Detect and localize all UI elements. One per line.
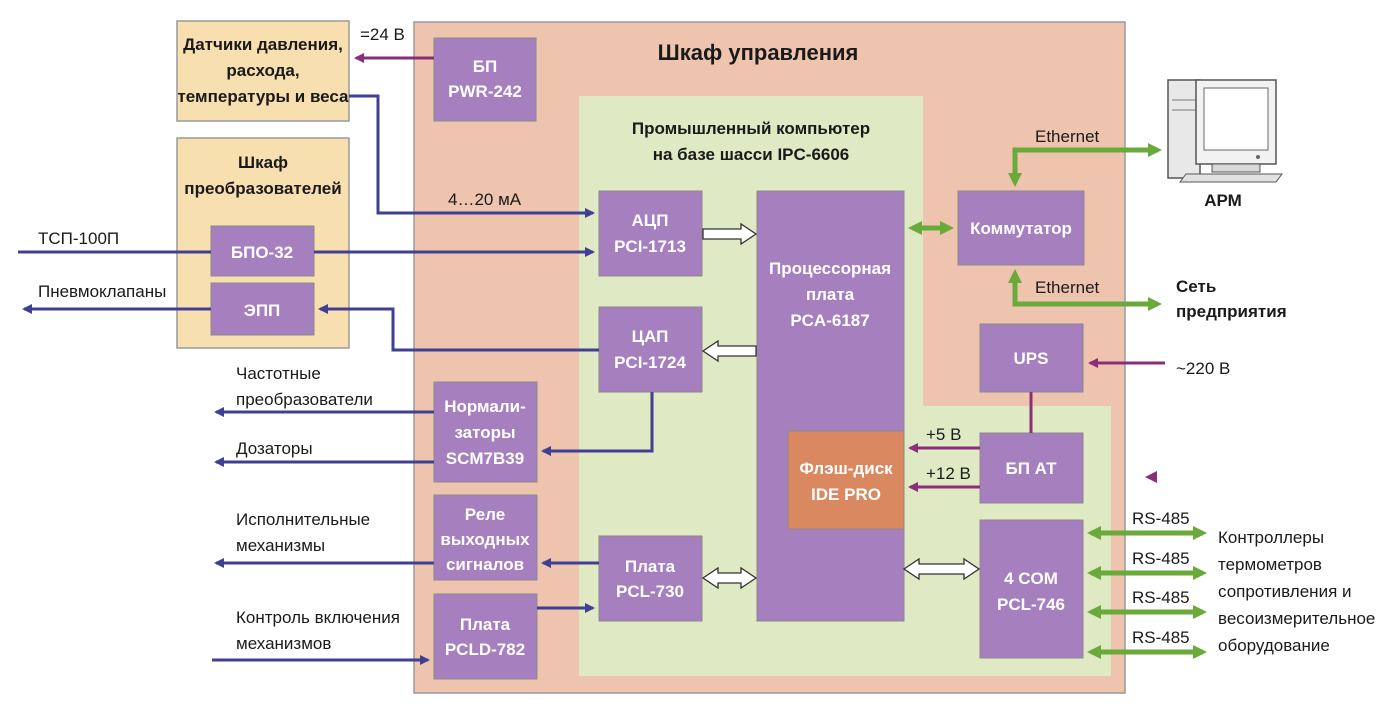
workstation-computer-icon — [1167, 79, 1283, 183]
relay-block — [433, 494, 538, 581]
adc-line1: АЦП — [632, 211, 669, 230]
small-marker-icon — [1145, 471, 1157, 483]
label-controllers-line3: сопротивления и — [1218, 582, 1352, 601]
label-control-line1: Контроль включения — [236, 608, 400, 627]
com4-block — [979, 519, 1084, 659]
pcl730-line2: PCL-730 — [616, 582, 684, 601]
label-enterprise-net-line1: Сеть — [1176, 277, 1216, 296]
normalizers-block — [433, 381, 538, 483]
pcld782-block — [433, 593, 538, 680]
switch-block — [957, 190, 1085, 266]
sensors-line2: расхода, — [226, 61, 299, 80]
label-rs485-2: RS-485 — [1132, 549, 1190, 568]
line-dac-to-normalizers — [541, 392, 654, 456]
switch-label: Коммутатор — [970, 219, 1072, 238]
label-dosers: Дозаторы — [236, 439, 313, 458]
line-dac-to-epp — [318, 304, 599, 352]
pcld782-line2: PCLD-782 — [445, 640, 525, 659]
pcld782-line1: Плата — [460, 615, 511, 634]
sensors-box — [176, 20, 350, 122]
bpo32-label: БПО-32 — [231, 243, 293, 262]
adc-line2: PCI-1713 — [614, 237, 686, 256]
label-enterprise-net-line2: предприятия — [1176, 302, 1287, 321]
flash-line1: Флэш-диск — [799, 459, 893, 478]
relay-line2: выходных — [440, 530, 530, 549]
label-24v: =24 В — [360, 25, 405, 44]
dac-line2: PCI-1724 — [614, 353, 686, 372]
net-switch-arm — [1008, 143, 1162, 187]
label-220v: ~220 В — [1176, 359, 1230, 378]
cpu-line2: плата — [806, 285, 855, 304]
label-ethernet-arm: Ethernet — [1035, 127, 1100, 146]
cpu-line3: PCA-6187 — [790, 311, 869, 330]
relay-line1: Реле — [465, 505, 505, 524]
psu-pwr242-line2: PWR-242 — [448, 82, 522, 101]
label-control-line2: механизмов — [236, 634, 331, 653]
cpu-board-block — [756, 190, 905, 622]
converter-cabinet-title2: преобразователей — [184, 179, 341, 198]
psu-pwr242-block — [433, 37, 537, 122]
relay-line3: сигналов — [446, 555, 524, 574]
label-freq-line1: Частотные — [236, 364, 321, 383]
label-controllers-line4: весоизмерительное — [1218, 609, 1375, 628]
dac-block — [598, 306, 703, 393]
normalizers-line1: Нормали- — [444, 397, 526, 416]
label-tsp100p: ТСП-100П — [38, 229, 119, 248]
normalizers-line2: заторы — [454, 423, 515, 442]
converter-cabinet-title1: Шкаф — [238, 153, 288, 172]
psu-at-label: БП АТ — [1006, 459, 1058, 478]
net-switch-enterprise — [1008, 269, 1162, 311]
label-pneumovalves: Пневмоклапаны — [38, 282, 166, 301]
computer-title-line2: на базе шасси IPC-6606 — [653, 145, 850, 164]
label-rs485-4: RS-485 — [1132, 628, 1190, 647]
dac-line1: ЦАП — [632, 327, 669, 346]
label-ethernet-enterprise: Ethernet — [1035, 278, 1100, 297]
ups-label: UPS — [1014, 349, 1049, 368]
bus-cpu-com4 — [902, 557, 981, 581]
pcl730-line1: Плата — [625, 557, 676, 576]
cpu-line1: Процессорная — [769, 259, 891, 278]
label-12v: +12 В — [926, 464, 971, 483]
line-sensors-to-adc — [349, 94, 595, 218]
flash-disk-block — [787, 430, 905, 530]
sensors-line3: температуры и веса — [177, 87, 349, 106]
label-rs485-1: RS-485 — [1132, 509, 1190, 528]
com4-line2: PCL-746 — [997, 595, 1065, 614]
label-4-20ma: 4…20 мА — [448, 190, 522, 209]
sensors-line1: Датчики давления, — [183, 35, 343, 54]
label-controllers-line5: оборудование — [1218, 636, 1330, 655]
bus-adc-to-cpu — [702, 222, 758, 246]
bus-cpu-to-dac — [701, 339, 757, 363]
bus-cpu-pcl730 — [701, 566, 758, 590]
computer-title-line1: Промышленный компьютер — [632, 119, 870, 138]
cabinet-title: Шкаф управления — [658, 40, 859, 65]
label-5v: +5 В — [926, 425, 961, 444]
psu-at-block — [979, 432, 1084, 504]
label-controllers-line2: термометров — [1218, 555, 1322, 574]
label-rs485-3: RS-485 — [1132, 588, 1190, 607]
pcl730-block — [598, 535, 703, 622]
label-controllers-line1: Контроллеры — [1218, 528, 1324, 547]
epp-label: ЭПП — [244, 301, 281, 320]
label-freq-line2: преобразователи — [236, 390, 373, 409]
ups-block — [979, 323, 1084, 393]
normalizers-line3: SCM7B39 — [446, 449, 524, 468]
flash-line2: IDE PRO — [811, 485, 881, 504]
label-actuators-line2: механизмы — [236, 536, 325, 555]
com4-line1: 4 COM — [1004, 569, 1058, 588]
psu-pwr242-line1: БП — [473, 57, 497, 76]
adc-block — [598, 190, 703, 277]
label-arm: АРМ — [1204, 191, 1242, 210]
label-actuators-line1: Исполнительные — [236, 510, 370, 529]
